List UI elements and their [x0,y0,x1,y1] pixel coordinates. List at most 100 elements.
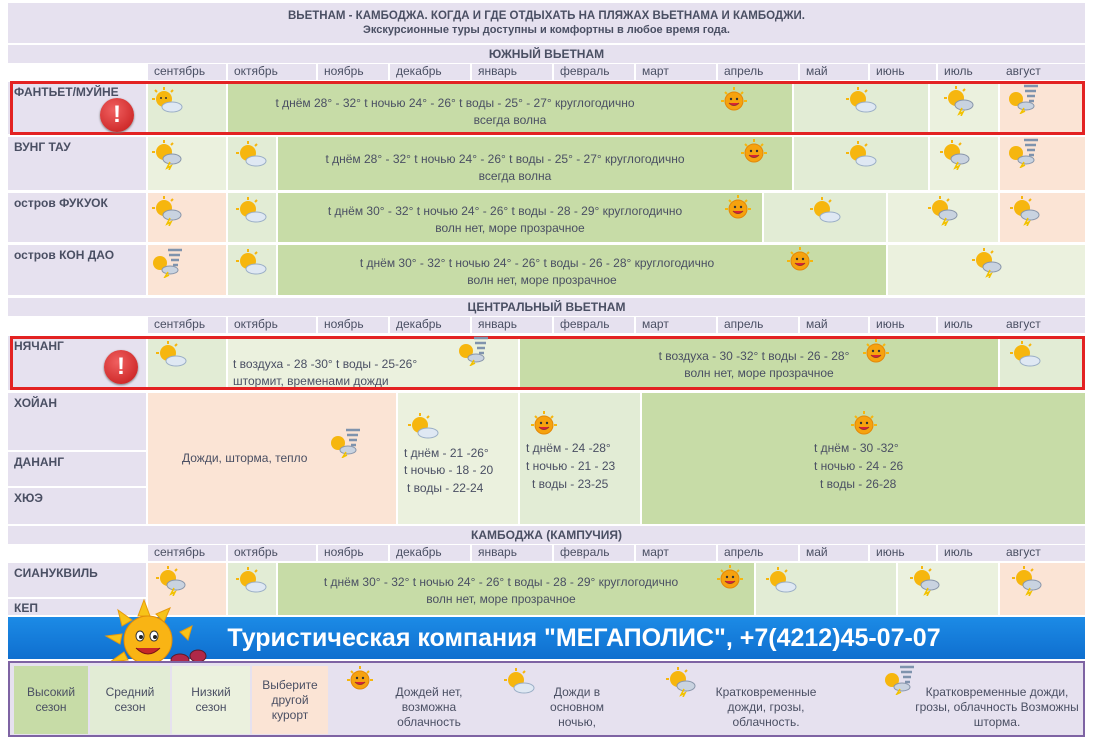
sun-cloud-icon [236,141,267,167]
central-mid2-day: t днём - 24 -28° [526,441,611,455]
central-mid2-night: t ночью - 21 - 23 [526,459,616,473]
sihanoukville-info: t днём 30° - 32° t ночью 24° - 26° t вод… [323,575,679,589]
sun-face-icon [787,247,813,271]
sun-face-icon [725,195,751,219]
sun-face-icon [721,87,747,111]
month-3: ноябрь [318,317,388,333]
sun-storm-icon [156,566,186,596]
highlight-nhatrang [10,336,1085,390]
month-2: октябрь [228,545,316,561]
legend-other: Выберите другой курорт [252,666,328,734]
sun-cloud-icon [846,141,877,167]
central-rain-text: Дожди, шторма, тепло [182,451,308,465]
month-3: ноябрь [318,64,388,80]
sun-storm-icon [1010,196,1040,226]
tornado-storm-icon [1009,138,1038,168]
month-4: декабрь [390,545,470,561]
sun-cloud-icon [504,668,535,694]
month-11: июль [938,317,1006,333]
central-high-day: t днём - 30 -32° [814,441,899,455]
central-mid-water: t воды - 22-24 [407,481,484,495]
sun-storm-icon [910,566,940,596]
month-11: июль [938,64,1006,80]
sun-cloud-icon [152,87,183,113]
sun-cloud-icon [236,249,267,275]
sun-storm-icon [928,196,958,226]
month-8: апрель [718,64,798,80]
sun-storm-icon [972,248,1002,278]
month-7: март [636,545,716,561]
legend-high: Высокий сезон [14,666,88,734]
sun-cloud-icon [1010,341,1041,367]
central-mid-night: t ночью - 18 - 20 [404,463,494,477]
phuquoc-info: t днём 30° - 32° t ночью 24° - 26° t вод… [327,203,683,218]
month-5: январь [472,64,552,80]
month-1: сентябрь [148,545,226,561]
resort-condao: остров КОН ДАО [8,245,146,295]
page-title: ВЬЕТНАМ - КАМБОДЖА. КОГДА И ГДЕ ОТДЫХАТЬ… [288,10,805,22]
legend-typhoon-text: Кратковременные дожди, грозы, облачность… [915,685,1079,729]
nhatrang-high-desc: волн нет, море прозрачное [684,366,834,380]
tornado-storm-icon [459,336,488,366]
phuquoc-waves: волн нет, море прозрачное [435,220,585,235]
phanthiet-info: t днём 28° - 32° t ночью 24° - 26° t вод… [275,96,635,110]
month-12: август [1000,545,1085,561]
month-10: июнь [870,545,936,561]
page-subtitle: Экскурсионные туры доступны и комфортны … [363,24,730,36]
month-1: сентябрь [148,64,226,80]
sun-cloud-icon [236,567,267,593]
sun-face-icon [531,411,557,435]
sun-cloud-icon [766,567,797,593]
sun-cloud-icon [156,341,187,367]
month-4: декабрь [390,64,470,80]
central-mid2-water: t воды - 23-25 [532,477,609,491]
sun-face-icon [717,565,743,589]
month-9: май [800,64,868,80]
month-6: февраль [554,545,634,561]
month-2: октябрь [228,317,316,333]
month-1: сентябрь [148,317,226,333]
sun-cloud-icon [810,197,841,223]
resort-danang: ДАНАНГ [8,452,146,486]
page-header: ВЬЕТНАМ - КАМБОДЖА. КОГДА И ГДЕ ОТДЫХАТЬ… [8,3,1085,43]
month-9: май [800,317,868,333]
central-high-night: t ночью - 24 - 26 [814,459,904,473]
resort-kep: КЕП [8,599,146,615]
sun-face-icon [741,139,767,163]
legend: Высокий сезон Средний сезон Низкий сезон… [8,661,1085,737]
sun-cloud-icon [408,413,439,439]
month-5: январь [472,317,552,333]
resort-hoian: ХОЙАН [8,393,146,450]
sun-storm-icon [152,196,182,226]
central-mid-day: t днём - 21 -26° [404,446,489,460]
month-8: апрель [718,317,798,333]
exclamation-alert-icon: ! [100,98,134,132]
sun-storm-icon [666,667,696,697]
month-10: июнь [870,317,936,333]
month-5: январь [472,545,552,561]
month-9: май [800,545,868,561]
sun-cloud-icon [236,197,267,223]
condao-waves: волн нет, море прозрачное [467,273,617,287]
sun-face-icon [347,666,373,690]
region-south: ЮЖНЫЙ ВЬЕТНАМ [8,45,1085,63]
sun-storm-icon [944,86,974,116]
month-11: июль [938,545,1006,561]
company-banner-text: Туристическая компания "МЕГАПОЛИС", +7(4… [227,623,941,652]
central-high-water: t воды - 26-28 [820,477,897,491]
resort-phuquoc: остров ФУКУОК [8,193,146,242]
sun-storm-icon [1012,566,1042,596]
month-3: ноябрь [318,545,388,561]
month-12: август [1000,317,1085,333]
nhatrang-low-desc: штормит, временами дожди [233,374,389,388]
resort-sihanoukville: СИАНУКВИЛЬ [8,563,146,597]
month-6: февраль [554,317,634,333]
tornado-storm-icon [153,248,182,278]
sun-cloud-icon [846,87,877,113]
sun-storm-icon [152,140,182,170]
legend-cloud-text: Дожди в основном ночью, [550,685,604,729]
vungtau-info: t днём 28° - 32° t ночью 24° - 26° t вод… [325,151,685,166]
condao-info: t днём 30° - 32° t ночью 24° - 26° t вод… [359,256,715,270]
sun-face-icon [863,339,889,363]
month-2: октябрь [228,64,316,80]
